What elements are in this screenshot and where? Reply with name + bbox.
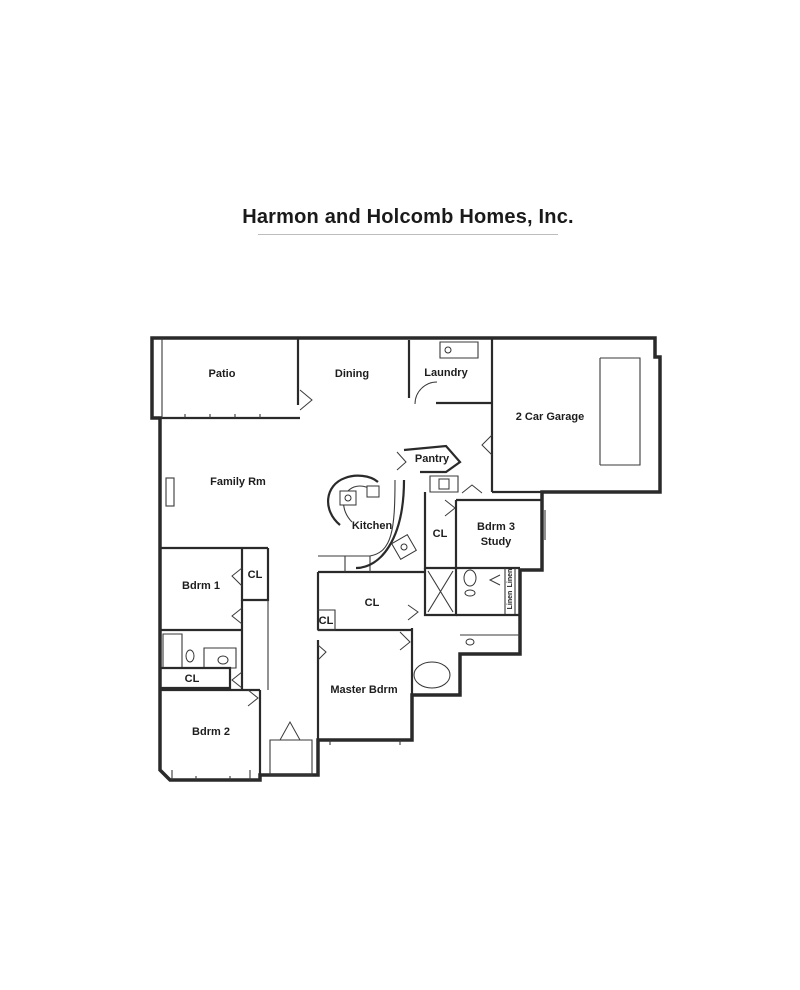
- room-label-cl-kitchen: CL: [433, 528, 448, 540]
- room-label-bdrm1: Bdrm 1: [182, 580, 220, 592]
- builder-title: Harmon and Holcomb Homes, Inc.: [242, 206, 574, 228]
- room-label-cl-bdrm1: CL: [248, 569, 263, 581]
- room-label-patio: Patio: [209, 368, 236, 380]
- kitchen-counters: [327, 474, 417, 570]
- interior-walls: [160, 340, 542, 776]
- room-label-linen-2: Linen: [507, 591, 514, 610]
- room-label-cl-small: CL: [319, 615, 334, 627]
- title-underline: [258, 234, 558, 235]
- windows: [161, 338, 546, 780]
- room-label-cl-hall: CL: [365, 597, 380, 609]
- room-label-cl-bath: CL: [185, 673, 200, 685]
- room-label-master: Master Bdrm: [330, 684, 397, 696]
- room-label-family: Family Rm: [210, 476, 266, 488]
- room-label-bdrm2: Bdrm 2: [192, 726, 230, 738]
- room-label-study: Study: [481, 536, 512, 548]
- room-label-bdrm3: Bdrm 3: [477, 521, 515, 533]
- garage-door: [599, 357, 641, 466]
- door-swings: [231, 381, 501, 741]
- room-label-dining: Dining: [335, 368, 369, 380]
- room-label-linen-1: Linen: [507, 569, 514, 588]
- room-label-laundry: Laundry: [424, 367, 468, 379]
- exterior-walls: [150, 336, 662, 782]
- room-label-kitchen: Kitchen: [352, 520, 393, 532]
- room-label-pantry: Pantry: [415, 453, 450, 465]
- room-label-garage: 2 Car Garage: [516, 411, 584, 423]
